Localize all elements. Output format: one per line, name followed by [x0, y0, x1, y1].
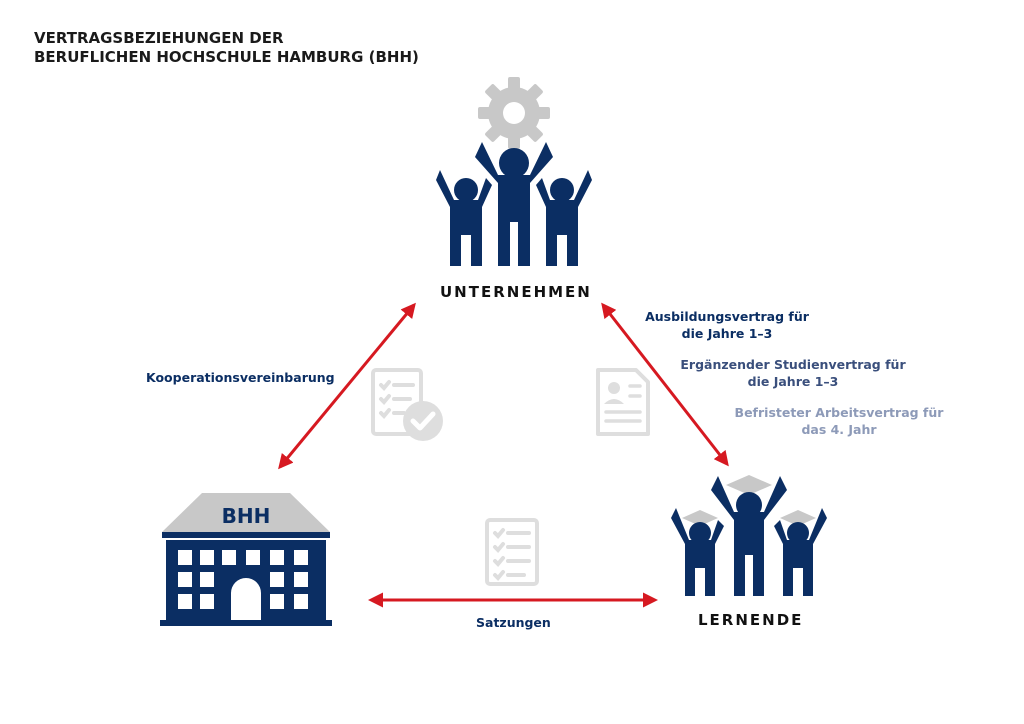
label-vertrag-arbeit-line1: Befristeter Arbeitsvertrag für — [734, 405, 944, 420]
arrow-unternehmen-lernende — [601, 302, 729, 467]
checklist-check-icon — [371, 368, 443, 441]
graduation-cap-icon — [682, 475, 816, 526]
label-vertrag-studien-line2: die Jahre 1–3 — [747, 374, 839, 389]
node-label-bhh: BHH — [221, 504, 271, 528]
title-line-2: BERUFLICHEN HOCHSCHULE HAMBURG (BHH) — [34, 48, 419, 66]
arrow-unternehmen-bhh — [278, 302, 416, 470]
label-satzungen: Satzungen — [476, 615, 551, 630]
label-vertrag-ausbildung-line1: Ausbildungsvertrag für — [645, 309, 809, 324]
label-vertrag-arbeit: Befristeter Arbeitsvertrag für das 4. Ja… — [719, 404, 959, 438]
label-vertrag-studien-line1: Ergänzender Studienvertrag für — [680, 357, 906, 372]
checklist-icon — [485, 518, 539, 586]
label-vertrag-ausbildung-line2: die Jahre 1–3 — [681, 326, 773, 341]
left-graduate-icon — [671, 508, 724, 596]
gear-icon — [478, 77, 550, 149]
company-group-gear-icon — [436, 77, 592, 266]
label-vertrag-studien: Ergänzender Studienvertrag für die Jahre… — [673, 356, 913, 390]
title-line-1: VERTRAGSBEZIEHUNGEN DER — [34, 29, 284, 47]
diagram-title: VERTRAGSBEZIEHUNGEN DER BERUFLICHEN HOCH… — [34, 29, 419, 67]
right-graduate-icon — [774, 508, 827, 596]
center-graduate-icon — [711, 476, 787, 596]
label-vertrag-ausbildung: Ausbildungsvertrag für die Jahre 1–3 — [638, 308, 816, 342]
node-label-lernende: LERNENDE — [698, 611, 804, 629]
left-person-icon — [436, 170, 492, 266]
right-person-icon — [536, 170, 592, 266]
school-building-icon — [160, 493, 332, 626]
graduates-group-icon — [671, 475, 827, 596]
center-person-icon — [475, 142, 553, 266]
contract-profile-icon — [596, 368, 650, 436]
node-label-unternehmen: UNTERNEHMEN — [440, 283, 592, 301]
label-kooperation: Kooperationsvereinbarung — [146, 370, 335, 385]
building-door — [231, 578, 261, 620]
label-vertrag-arbeit-line2: das 4. Jahr — [801, 422, 877, 437]
